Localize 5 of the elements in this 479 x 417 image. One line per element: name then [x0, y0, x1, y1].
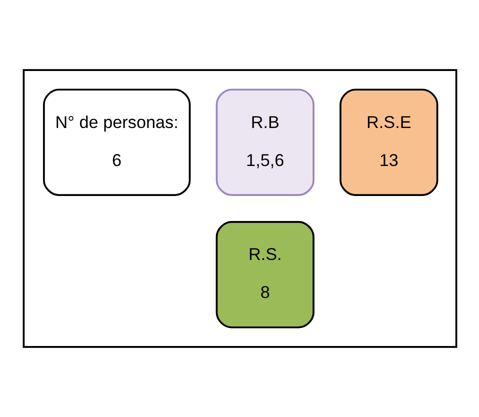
node-box: N° de personas: 6: [42, 88, 190, 196]
node-box: R.B 1,5,6: [215, 88, 314, 196]
cluster: [22, 69, 457, 348]
node-box: R.S. 8: [215, 221, 314, 328]
node-box: R.S.E 13: [339, 88, 438, 196]
